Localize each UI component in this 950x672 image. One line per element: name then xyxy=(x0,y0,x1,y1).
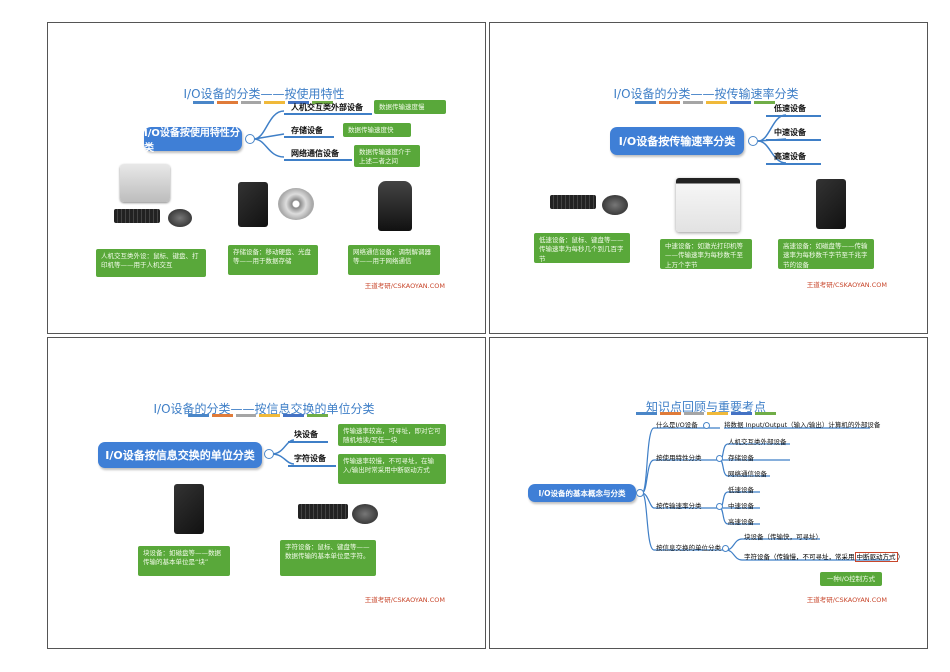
branch-char: 字符设备 xyxy=(294,454,326,463)
slide-exchange-unit: I/O设备的分类——按信息交换的单位分类 I/O设备按信息交换的单位分类 块设备… xyxy=(47,337,486,649)
slide-use-characteristics: I/O设备的分类——按使用特性 I/O设备按使用特性分类 人机交互类外部设备 存… xyxy=(47,22,486,334)
caption-storage: 存储设备：移动硬盘、光盘等——用于数据存储 xyxy=(228,245,318,275)
note-slow: 数据传输速度慢 xyxy=(374,100,446,114)
group-what-is-io: 什么是I/O设备 xyxy=(656,421,698,429)
note-mid: 数据传输速度介于上述二者之间 xyxy=(354,145,420,167)
hard-disk-image xyxy=(174,484,204,534)
footer: 王道考研/CSKAOYAN.COM xyxy=(364,282,445,290)
collapse-circle[interactable] xyxy=(245,134,255,144)
use-storage: 存储设备 xyxy=(728,454,754,462)
keyboard-image xyxy=(114,209,160,223)
collapse-circle[interactable] xyxy=(716,455,723,462)
hard-disk-image xyxy=(816,179,846,229)
slide-title: I/O设备的分类——按使用特性 xyxy=(183,87,345,101)
note-fast: 数据传输速度快 xyxy=(343,123,411,137)
definition: 将数据 Input/Output（输入/输出）计算机的外部设备 xyxy=(724,421,881,429)
unit-char: 字符设备（传输慢，不可寻址，常采用 xyxy=(744,553,855,561)
caption-hci: 人机交互类外设：鼠标、键盘、打印机等——用于人机交互 xyxy=(96,249,206,277)
group-use: 按使用特性分类 xyxy=(656,454,702,462)
branch-high: 高速设备 xyxy=(774,152,806,161)
collapse-circle[interactable] xyxy=(722,545,729,552)
hard-disk-image xyxy=(238,182,268,227)
disc-image xyxy=(278,188,314,220)
caption-network: 网络通信设备：调制解调器等——用于网络通信 xyxy=(348,245,440,275)
mouse-image xyxy=(168,209,192,227)
interrupt-driven-box: 中断驱动方式 xyxy=(854,552,898,562)
mindmap-lines xyxy=(253,110,285,158)
group-rate: 按传输速率分类 xyxy=(656,502,702,510)
unit-char-row: 字符设备（传输慢，不可寻址，常采用中断驱动方式） xyxy=(744,551,905,562)
mouse-image xyxy=(352,504,378,524)
footer: 王道考研/CSKAOYAN.COM xyxy=(364,596,445,604)
color-bar xyxy=(193,101,333,104)
main-topic: I/O设备的基本概念与分类 xyxy=(528,484,636,502)
note-block: 传输速率较高，可寻址，即对它可随机地读/写任一块 xyxy=(338,424,446,446)
branch-low: 低速设备 xyxy=(774,104,806,113)
slide-title: I/O设备的分类——按传输速率分类 xyxy=(613,87,799,101)
caption-mid: 中速设备：如激光打印机等——传输速率为每秒数千至上万个字节 xyxy=(660,239,752,269)
rate-low: 低速设备 xyxy=(728,486,754,494)
group-unit: 按信息交换的单位分类 xyxy=(656,544,721,552)
modem-image xyxy=(378,181,412,231)
main-topic: I/O设备按使用特性分类 xyxy=(144,127,242,154)
caption-low: 低速设备：鼠标、键盘等——传输速率为每秒几个到几百字节 xyxy=(534,233,630,263)
slide-transfer-rate: I/O设备的分类——按传输速率分类 I/O设备按传输速率分类 低速设备 中速设备… xyxy=(489,22,928,334)
collapse-circle[interactable] xyxy=(636,489,644,497)
rate-mid: 中速设备 xyxy=(728,502,754,510)
keyboard-image xyxy=(298,504,348,519)
color-bar xyxy=(636,412,776,415)
branch-block: 块设备 xyxy=(294,430,318,439)
keyboard-image xyxy=(550,195,596,209)
note-io-control: 一种I/O控制方式 xyxy=(820,572,882,586)
unit-block: 块设备（传输快，可寻址） xyxy=(744,533,822,541)
caption-char: 字符设备：鼠标、键盘等——数据传输的基本单位是字符。 xyxy=(280,540,376,576)
main-topic: I/O设备按信息交换的单位分类 xyxy=(98,442,262,468)
close-paren: ） xyxy=(897,553,905,561)
caption-high: 高速设备：如磁盘等——传输速率为每秒数千字节至千兆字节的设备 xyxy=(778,239,874,269)
slide-title: 知识点回顾与重要考点 xyxy=(645,400,766,414)
branch-mid: 中速设备 xyxy=(774,128,806,137)
footer: 王道考研/CSKAOYAN.COM xyxy=(806,596,887,604)
caption-block: 块设备：如磁盘等——数据传输的基本单位是“块” xyxy=(138,546,230,576)
collapse-circle[interactable] xyxy=(748,136,758,146)
footer: 王道考研/CSKAOYAN.COM xyxy=(806,281,887,289)
main-topic: I/O设备按传输速率分类 xyxy=(610,127,744,155)
collapse-circle[interactable] xyxy=(264,449,274,459)
color-bar xyxy=(188,414,328,417)
slide-title: I/O设备的分类——按信息交换的单位分类 xyxy=(153,402,375,416)
use-network: 网络通信设备 xyxy=(728,470,767,478)
collapse-circle[interactable] xyxy=(703,422,710,429)
branch-storage: 存储设备 xyxy=(291,126,323,135)
slide-review: 知识点回顾与重要考点 I/O设备的基本概念与分类 什么是I/O设备 将数据 In… xyxy=(489,337,928,649)
laser-printer-image xyxy=(676,178,740,232)
color-bar xyxy=(635,101,775,104)
branch-hci: 人机交互类外部设备 xyxy=(291,103,363,112)
mindmap-lines xyxy=(271,439,295,465)
collapse-circle[interactable] xyxy=(716,503,723,510)
note-char: 传输速率较慢，不可寻址，在输入/输出时常采用中断驱动方式 xyxy=(338,454,446,484)
branch-network: 网络通信设备 xyxy=(291,149,339,158)
rate-high: 高速设备 xyxy=(728,518,754,526)
use-hci: 人机交互类外部设备 xyxy=(728,438,787,446)
mouse-image xyxy=(602,195,628,215)
printer-image xyxy=(120,164,170,202)
